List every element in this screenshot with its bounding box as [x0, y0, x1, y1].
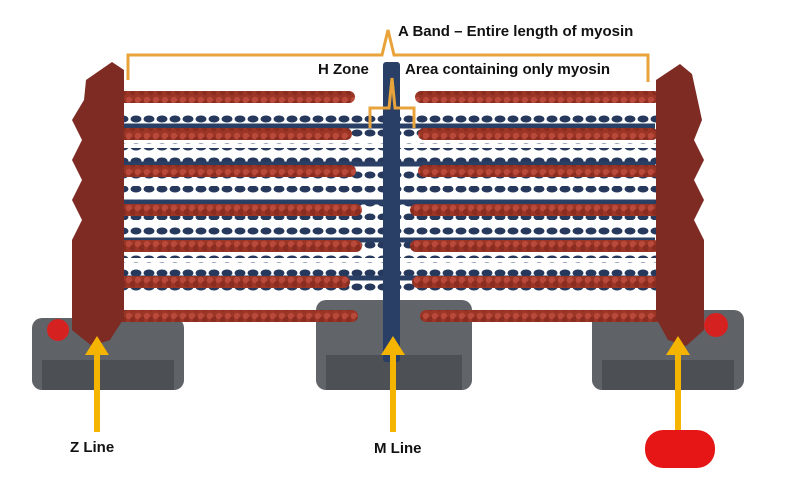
h-zone-label: H Zone	[318, 61, 369, 78]
h-zone-description: Area containing only myosin	[405, 61, 610, 78]
z-line-label: Z Line	[70, 439, 114, 456]
z-disc-right	[656, 64, 704, 346]
z-disc-left	[72, 62, 124, 346]
a-band-label: A Band – Entire length of myosin	[398, 23, 633, 40]
redacted-answer-box[interactable]	[645, 430, 715, 468]
m-line-label: M Line	[374, 440, 422, 457]
